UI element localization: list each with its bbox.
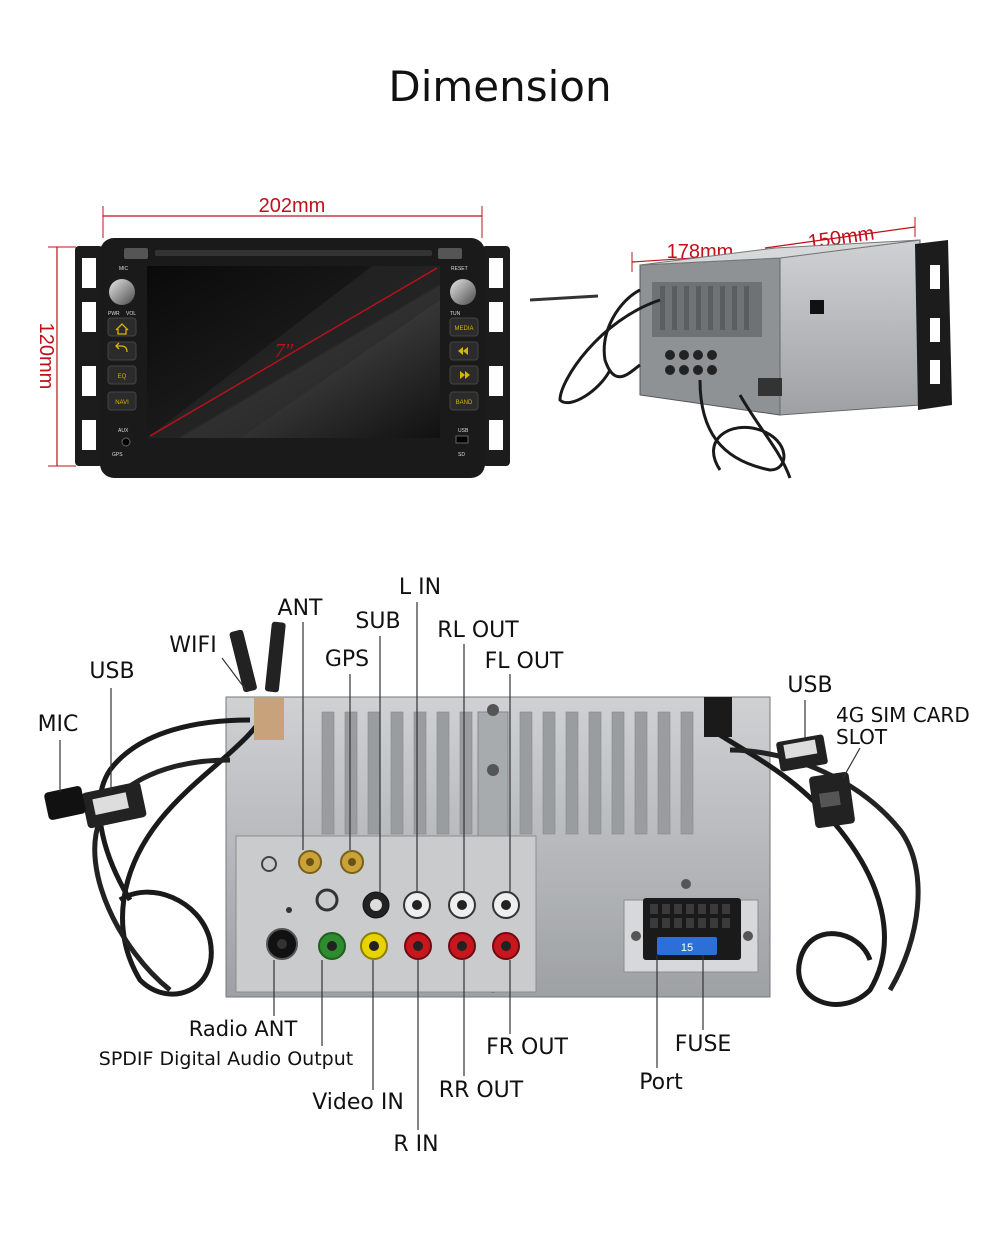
pwr-label: PWR xyxy=(108,311,120,317)
usb-front-label: USB xyxy=(458,428,469,434)
navi-button[interactable] xyxy=(107,391,137,411)
screen-size-label: 7" xyxy=(275,340,294,362)
next-icon[interactable] xyxy=(460,371,470,379)
spdif-jack[interactable] xyxy=(315,888,339,912)
label-mic: MIC xyxy=(38,712,79,737)
right-button-column: MEDIA BAND xyxy=(449,317,479,411)
media-button[interactable] xyxy=(449,317,479,337)
label-rl-out: RL OUT xyxy=(437,618,519,643)
eq-button[interactable] xyxy=(107,365,137,385)
fuse xyxy=(657,937,717,955)
eq-button-label: EQ xyxy=(118,374,127,380)
page-title: Dimension xyxy=(388,62,612,111)
back-icon[interactable] xyxy=(115,342,128,353)
label-gps: GPS xyxy=(325,647,369,672)
rca-bottom-row xyxy=(318,932,520,960)
height-label: 120mm xyxy=(35,323,57,390)
previous-icon[interactable] xyxy=(458,347,468,355)
media-button-label: MEDIA xyxy=(454,326,473,332)
rear-panel-unit: 15 xyxy=(38,575,970,1157)
sd-label: SD xyxy=(458,452,465,458)
mic-connector[interactable] xyxy=(44,785,87,820)
label-slot: SLOT xyxy=(836,725,888,749)
reset-label: RESET xyxy=(451,266,468,272)
band-button[interactable] xyxy=(449,391,479,411)
label-sub: SUB xyxy=(355,609,400,634)
label-rr-out: RR OUT xyxy=(439,1078,524,1103)
label-spdif: SPDIF Digital Audio Output xyxy=(99,1048,353,1070)
label-fr-out: FR OUT xyxy=(486,1035,568,1060)
usb-port[interactable] xyxy=(455,435,469,444)
label-video-in: Video IN xyxy=(312,1090,404,1115)
navi-button-label: NAVI xyxy=(115,400,129,406)
left-volume-knob[interactable] xyxy=(109,279,135,305)
side-view-unit: 178mm 150mm 100mm xyxy=(529,217,952,479)
band-button-label: BAND xyxy=(456,400,473,406)
gps-label: GPS xyxy=(112,452,123,458)
tun-label: TUN xyxy=(450,311,461,317)
mic-label: MIC xyxy=(119,266,129,272)
fuse-value: 15 xyxy=(681,942,693,954)
left-button-column: EQ NAVI xyxy=(107,317,137,411)
label-radio-ant: Radio ANT xyxy=(189,1017,298,1041)
label-fuse: FUSE xyxy=(675,1032,732,1057)
label-usb-right: USB xyxy=(787,673,832,698)
right-tune-knob[interactable] xyxy=(450,279,476,305)
aux-jack[interactable] xyxy=(121,437,131,447)
aux-label: AUX xyxy=(118,428,129,434)
label-l-in: L IN xyxy=(399,575,441,600)
label-fl-out: FL OUT xyxy=(485,649,564,674)
label-ant: ANT xyxy=(278,596,324,621)
width-label: 202mm xyxy=(259,195,326,217)
rca-top-row xyxy=(362,891,520,919)
label-4g-sim: 4G SIM CARD xyxy=(836,703,970,727)
home-icon[interactable] xyxy=(115,323,129,335)
front-panel-unit: 202mm 120mm 7" MIC RESET PWR VOL xyxy=(35,195,510,478)
label-port: Port xyxy=(639,1070,683,1095)
label-usb-left: USB xyxy=(89,659,134,684)
label-r-in: R IN xyxy=(393,1132,438,1157)
vol-label: VOL xyxy=(126,311,136,317)
label-wifi: WIFI xyxy=(169,633,216,658)
